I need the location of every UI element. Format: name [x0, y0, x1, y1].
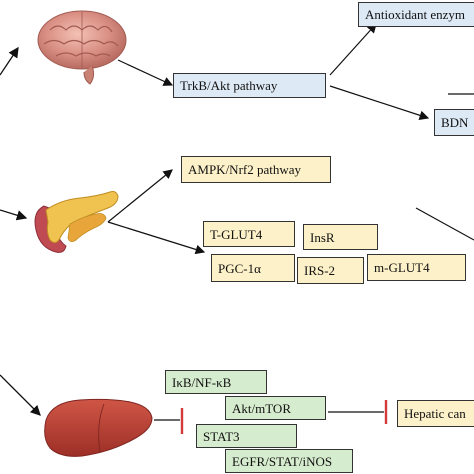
m-glut4-node: m-GLUT4 — [367, 254, 466, 281]
stat3-node: STAT3 — [196, 424, 297, 448]
arrow-trkb-to-bdn — [329, 85, 430, 120]
akt-mtor-node: Akt/mTOR — [225, 396, 326, 420]
arrow-pancreas-to-ampk — [107, 169, 173, 223]
arrow-to-pancreas — [0, 209, 28, 221]
ikb-nfkb-node: IκB/NF-κB — [165, 370, 267, 394]
brain-icon — [37, 10, 127, 85]
t-glut4-node: T-GLUT4 — [203, 221, 295, 247]
antioxidant-enzymes-node: Antioxidant enzym — [358, 2, 474, 27]
pgc1a-node: PGC-1α — [211, 254, 295, 282]
arrow-brain-to-trkb — [117, 59, 174, 86]
arrow-trkb-to-antioxidant — [329, 23, 377, 76]
liver-icon — [44, 398, 153, 457]
bdnf-node: BDN — [434, 109, 474, 136]
irs2-node: IRS-2 — [297, 257, 364, 284]
pancreas-icon — [34, 191, 119, 253]
insr-node: InsR — [303, 224, 378, 250]
trkb-akt-pathway-node: TrkB/Akt pathway — [173, 73, 326, 98]
arrow-to-liver — [0, 374, 41, 416]
hepatic-cancer-node: Hepatic can — [397, 400, 474, 427]
arrow-to-brain — [0, 46, 19, 76]
arrow-pancreas-to-glut — [107, 221, 206, 255]
connector-pancreas-right — [415, 207, 474, 241]
egfr-stat-inos-node: EGFR/STAT/iNOS — [225, 449, 353, 473]
ampk-nrf2-pathway-node: AMPK/Nrf2 pathway — [181, 156, 331, 183]
